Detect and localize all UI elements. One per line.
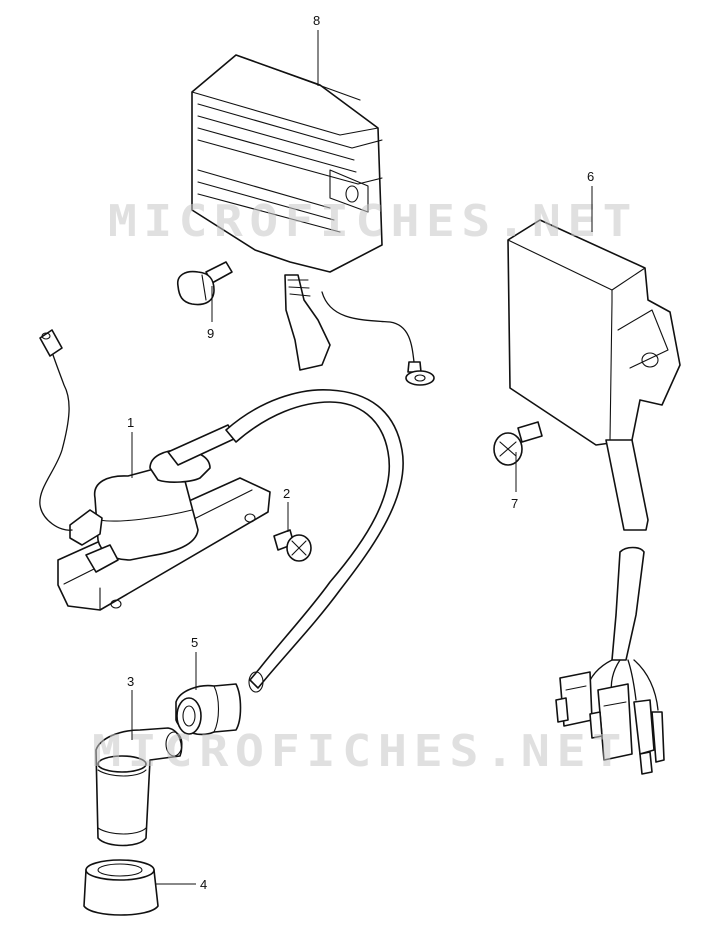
callout-8: 8 xyxy=(313,13,320,86)
callout-label-1: 1 xyxy=(127,415,134,430)
callout-2: 2 xyxy=(283,486,290,532)
part-9-bolt[interactable] xyxy=(176,261,233,306)
part-1-ignition-coil[interactable] xyxy=(39,329,271,611)
wiring-harness-connectors[interactable] xyxy=(555,546,665,775)
callout-label-9: 9 xyxy=(207,326,214,341)
callout-label-3: 3 xyxy=(127,674,134,689)
part-3-spark-plug-cap[interactable] xyxy=(95,727,183,847)
callout-5: 5 xyxy=(191,635,198,690)
callout-4: 4 xyxy=(156,877,207,892)
callout-7: 7 xyxy=(511,452,518,511)
callout-label-8: 8 xyxy=(313,13,320,28)
callout-label-5: 5 xyxy=(191,635,198,650)
callout-9: 9 xyxy=(207,286,214,341)
part-5-seal[interactable] xyxy=(175,683,242,736)
callout-label-6: 6 xyxy=(587,169,594,184)
callout-3: 3 xyxy=(127,674,134,740)
part-4-cap-cover[interactable] xyxy=(83,859,159,916)
callout-6: 6 xyxy=(587,169,594,232)
watermark-lower: MICROFICHES.NET xyxy=(92,726,628,777)
part-7-screw[interactable] xyxy=(493,421,543,466)
high-tension-lead-end xyxy=(248,671,264,693)
callout-label-4: 4 xyxy=(200,877,207,892)
part-2-screw[interactable] xyxy=(273,529,312,562)
high-tension-lead[interactable] xyxy=(225,389,404,689)
callout-label-7: 7 xyxy=(511,496,518,511)
callout-1: 1 xyxy=(127,415,134,478)
callout-label-2: 2 xyxy=(283,486,290,501)
watermark-upper: MICROFICHES.NET xyxy=(108,196,638,247)
part-8-regulator-rectifier[interactable] xyxy=(191,54,435,386)
part-6-cdi-unit[interactable] xyxy=(507,219,681,531)
